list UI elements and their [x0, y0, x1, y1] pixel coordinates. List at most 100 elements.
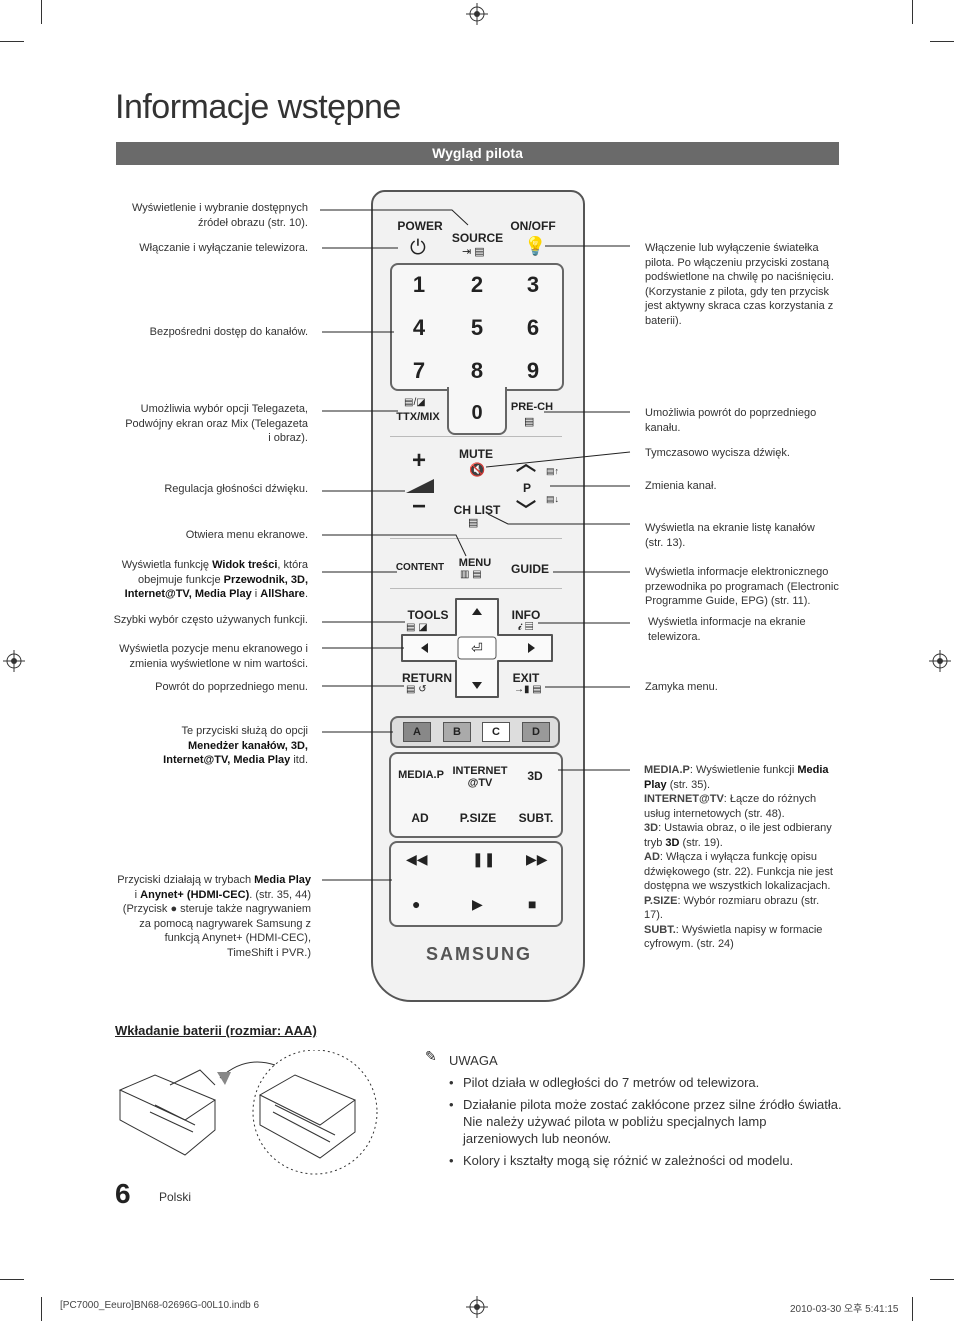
samsung-logo: SAMSUNG	[426, 944, 533, 964]
play-icon[interactable]: ▶	[472, 896, 483, 912]
internet-tv-button[interactable]: INTERNET	[452, 765, 508, 777]
volume-up-icon[interactable]: +	[412, 447, 427, 474]
onoff-button[interactable]: ON/OFF	[510, 219, 556, 233]
crop-mark	[41, 1297, 42, 1321]
exit-button[interactable]: EXIT	[512, 671, 540, 685]
footer-file: [PC7000_Eeuro]BN68-02696G-00L10.indb 6	[60, 1300, 260, 1311]
rewind-icon[interactable]: ◀◀	[406, 851, 428, 867]
battery-illustration	[118, 1050, 378, 1175]
menu-button[interactable]: MENU	[458, 557, 492, 569]
chlist-icon: ▤	[468, 517, 479, 529]
crop-mark	[0, 41, 24, 42]
note-pencil-icon: ✎	[425, 1048, 437, 1064]
bullet: •	[449, 1153, 454, 1168]
battery-heading: Wkładanie baterii (rozmiar: AAA)	[115, 1023, 317, 1038]
label-volume: Regulacja głośności dźwięku.	[164, 483, 308, 495]
guide-button[interactable]: GUIDE	[510, 562, 549, 576]
ad-button[interactable]: AD	[411, 811, 429, 825]
page-title: Informacje wstępne	[115, 88, 401, 126]
source-button[interactable]: SOURCE	[451, 231, 504, 245]
svg-text:⏎: ⏎	[471, 640, 483, 656]
pre-ch-button[interactable]: PRE-CH	[510, 401, 554, 413]
label-ttx: Umożliwia wybór opcji Telegazeta, Podwój…	[125, 403, 308, 444]
label-return: Powrót do poprzedniego menu.	[155, 681, 308, 693]
digit-8-button[interactable]: 8	[470, 358, 484, 383]
page-number: 6	[115, 1178, 131, 1209]
label-nav: Wyświetla pozycje menu ekranowego i zmie…	[119, 643, 308, 670]
digit-9-button[interactable]: 9	[526, 358, 540, 383]
digit-0-button[interactable]: 0	[471, 402, 483, 424]
notes-heading: UWAGA	[449, 1053, 498, 1068]
channel-p-label: P	[522, 481, 531, 495]
info-icon: 𝓲 ▤	[518, 621, 534, 633]
language-label: Polski	[159, 1190, 192, 1204]
label-digits: Bezpośredni dostęp do kanałów.	[149, 326, 308, 338]
tools-button[interactable]: TOOLS	[407, 608, 449, 622]
note-item: Pilot działa w odległości do 7 metrów od…	[463, 1075, 760, 1090]
label-content: Wyświetla funkcję Widok treści, która ob…	[121, 559, 308, 600]
mute-button[interactable]: MUTE	[459, 447, 493, 461]
mute-icon: 🔇	[469, 462, 486, 477]
internet-tv-label-2: @TV	[467, 777, 493, 789]
stop-icon[interactable]: ■	[528, 896, 537, 912]
digit-1-button[interactable]: 1	[412, 272, 426, 297]
label-info: Wyświetla informacje na ekranie telewizo…	[648, 616, 806, 643]
registration-mark-icon	[466, 3, 488, 25]
color-button-b[interactable]: B	[443, 722, 471, 742]
zero-key-frame	[447, 387, 507, 435]
tools-icon: ▤ ◪	[406, 622, 428, 633]
label-channel: Zmienia kanał.	[645, 480, 717, 492]
media-p-button[interactable]: MEDIA.P	[398, 769, 444, 781]
source-icon: ⇥ ▤	[462, 246, 485, 258]
media-button-panel	[389, 752, 563, 838]
bullet: •	[449, 1075, 454, 1090]
return-icon: ▤ ↺	[406, 684, 427, 695]
content-button[interactable]: CONTENT	[395, 562, 445, 573]
p-size-button[interactable]: P.SIZE	[459, 811, 497, 825]
crop-mark	[930, 1279, 954, 1280]
power-button[interactable]: POWER	[397, 219, 443, 233]
section-bar: Wygląd pilota	[116, 142, 839, 165]
return-button[interactable]: RETURN	[402, 671, 452, 685]
divider	[390, 588, 562, 589]
crop-mark	[912, 1297, 913, 1321]
info-button[interactable]: INFO	[511, 608, 541, 622]
crop-mark	[912, 0, 913, 24]
fast-forward-icon[interactable]: ▶▶	[526, 851, 548, 867]
color-button-a[interactable]: A	[403, 722, 431, 742]
divider	[390, 538, 562, 539]
digit-4-button[interactable]: 4	[412, 315, 426, 340]
menu-icon: ▥ ▤	[460, 569, 482, 580]
channel-up-icon[interactable]: ︿	[516, 453, 536, 475]
power-icon: ⏻	[410, 237, 426, 259]
digit-6-button[interactable]: 6	[526, 315, 540, 340]
label-media-buttons: MEDIA.P: Wyświetlenie funkcji Media Play…	[644, 764, 833, 950]
digit-7-button[interactable]: 7	[412, 358, 426, 383]
label-mute: Tymczasowo wycisza dźwięk.	[645, 447, 790, 459]
ttx-mix-button[interactable]: TTX/MIX	[396, 411, 440, 423]
digit-3-button[interactable]: 3	[526, 272, 540, 297]
record-icon[interactable]: ●	[412, 896, 421, 912]
label-chlist: Wyświetla na ekranie listę kanałów (str.…	[645, 522, 815, 549]
color-button-c[interactable]: C	[482, 722, 510, 742]
navigation-pad: ⏎	[401, 598, 553, 698]
light-icon: 💡	[524, 236, 547, 256]
label-guide: Wyświetla informacje elektronicznego prz…	[645, 566, 839, 607]
subt-button[interactable]: SUBT.	[518, 811, 554, 825]
ch-list-button[interactable]: CH LIST	[453, 503, 501, 517]
volume-down-icon[interactable]: −	[412, 493, 427, 520]
crop-mark	[41, 0, 42, 24]
crop-mark	[0, 1279, 24, 1280]
channel-down-icon[interactable]: ﹀	[516, 500, 536, 522]
volume-icon	[406, 479, 434, 493]
registration-mark-icon	[3, 650, 25, 672]
digit-2-button[interactable]: 2	[470, 272, 484, 297]
pause-icon[interactable]: ❚❚	[472, 851, 496, 867]
prech-icon: ▤	[524, 416, 535, 428]
color-button-d[interactable]: D	[522, 722, 550, 742]
ch-up-page-icon: ▤↑	[546, 466, 560, 476]
3d-button[interactable]: 3D	[527, 769, 543, 783]
digit-5-button[interactable]: 5	[470, 315, 484, 340]
label-exit: Zamyka menu.	[645, 681, 718, 693]
